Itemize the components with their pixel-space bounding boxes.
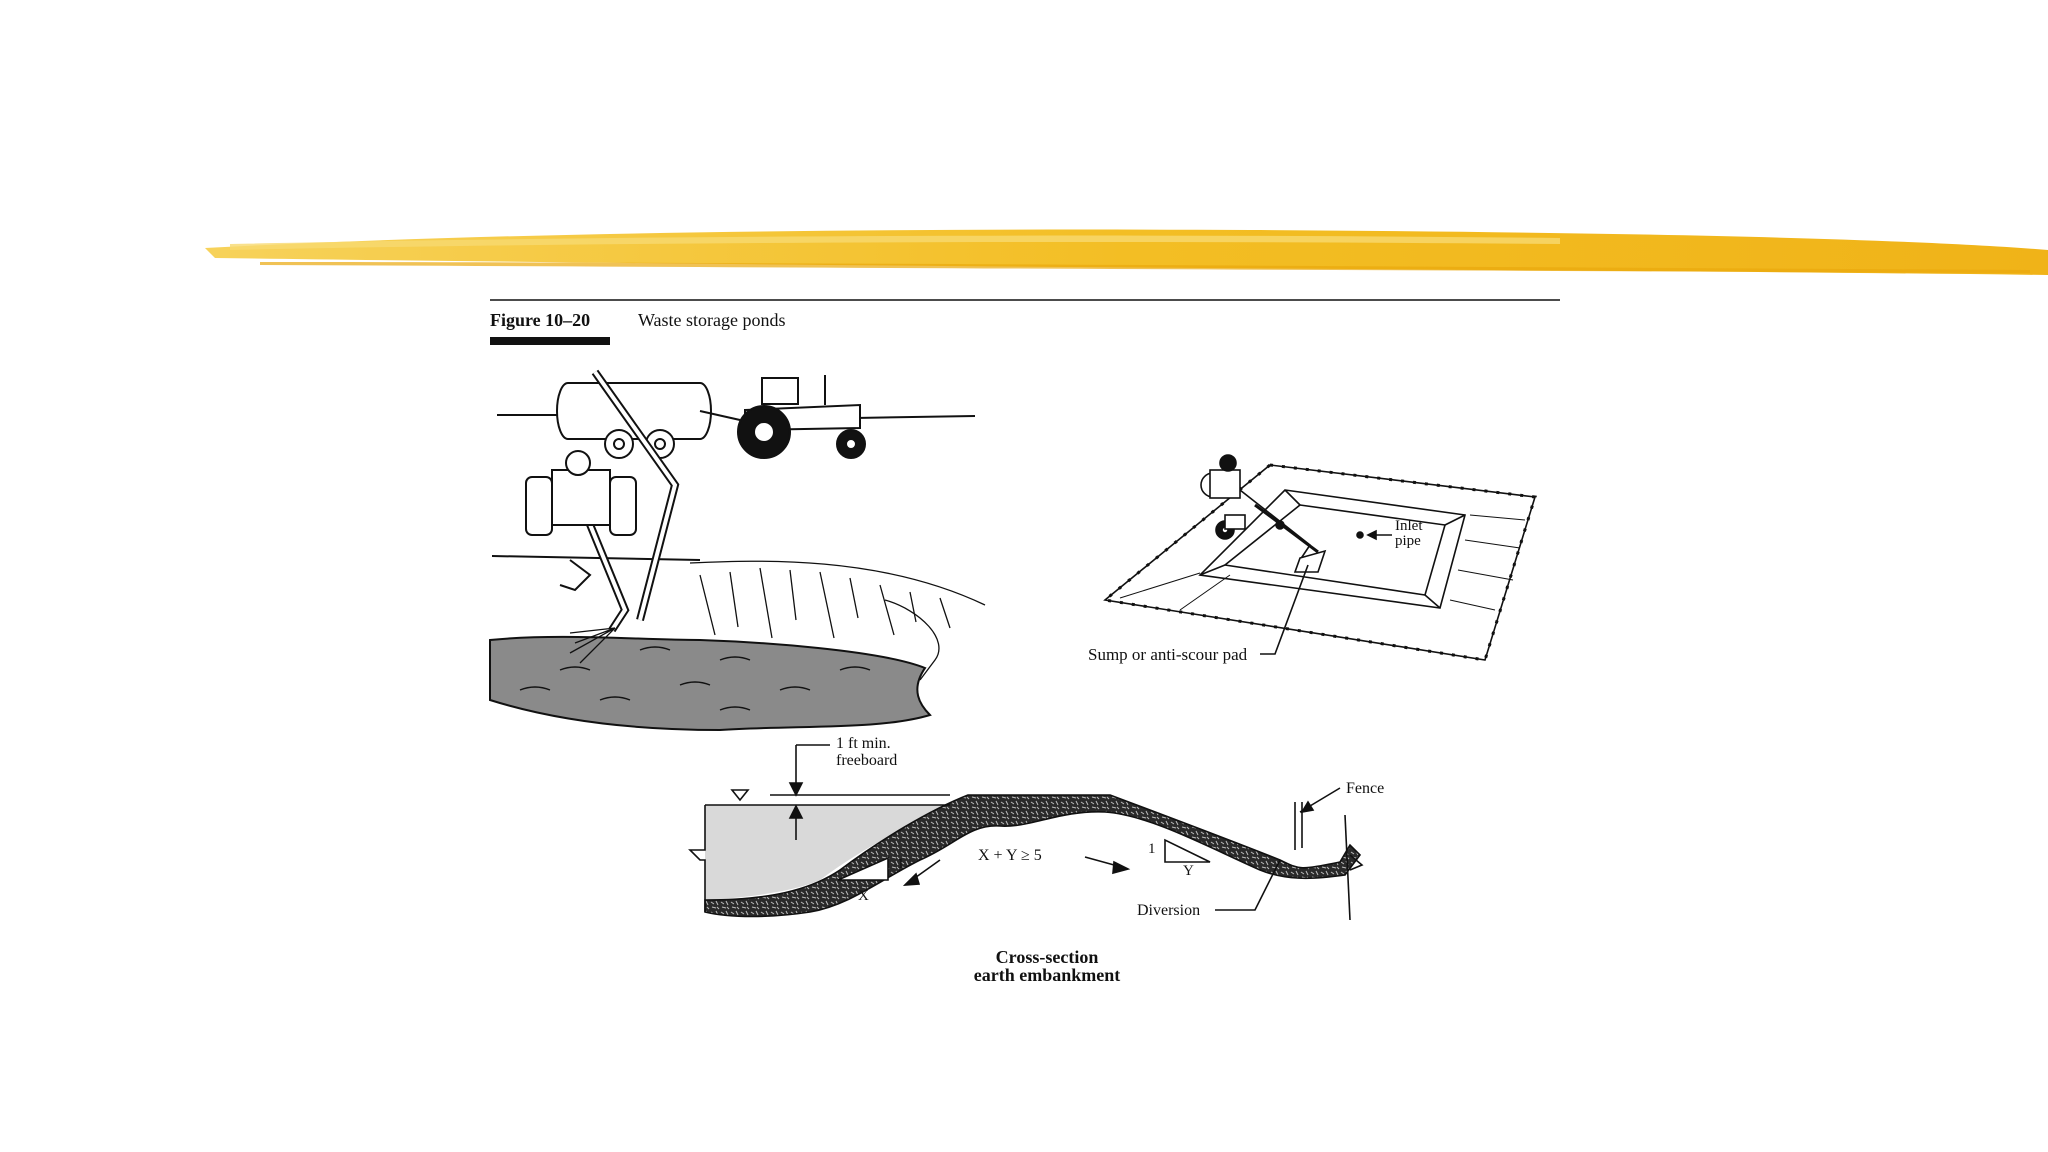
fenced-pond-perspective — [1101, 454, 1537, 662]
pond-outer-rim — [1198, 489, 1467, 609]
slope-triangle-right — [1164, 838, 1211, 863]
slope-y-label: Y — [1183, 863, 1194, 879]
agitator-tractor-icon — [525, 450, 637, 592]
inlet-pipe-label-line2: pipe — [1395, 533, 1421, 549]
fence-label: Fence — [1346, 780, 1384, 797]
caption-line1: Cross-section — [996, 947, 1099, 967]
figure-header: Figure 10–20 Waste storage ponds — [490, 299, 1560, 345]
slope-one-right: 1 — [1148, 841, 1156, 857]
embankment-hatching — [689, 560, 986, 681]
pond-pumping-illustration — [489, 369, 986, 732]
diversion-leader — [1215, 859, 1281, 911]
pond-water — [489, 635, 932, 732]
freeboard-label-line1: 1 ft min. — [836, 735, 891, 752]
water-level-symbol — [730, 789, 750, 802]
fence-outline — [1103, 464, 1537, 661]
slope-x-label: X — [858, 888, 869, 904]
inlet-pipe-label-line1: Inlet — [1395, 518, 1423, 534]
sump-label: Sump or anti-scour pad — [1088, 645, 1248, 664]
freeboard-label-line2: freeboard — [836, 752, 897, 769]
sump-leader — [1260, 564, 1309, 655]
brush-stroke-highlight — [205, 229, 2048, 275]
figure-title: Waste storage ponds — [638, 310, 786, 330]
slope-one-left: 1 — [897, 856, 905, 872]
tractor-icon — [737, 375, 866, 459]
slope-triangle-left — [837, 856, 889, 881]
diversion-label: Diversion — [1137, 902, 1200, 919]
slope-equation: X + Y ≥ 5 — [978, 847, 1042, 864]
sump-pad — [1293, 549, 1327, 573]
tanker-wagon-icon — [556, 382, 741, 459]
figure-number: Figure 10–20 — [490, 310, 590, 330]
cross-section-water — [705, 805, 950, 900]
figure-number-underline — [490, 337, 610, 345]
embankment-cross-section — [688, 744, 1364, 921]
caption-line2: earth embankment — [974, 965, 1121, 985]
